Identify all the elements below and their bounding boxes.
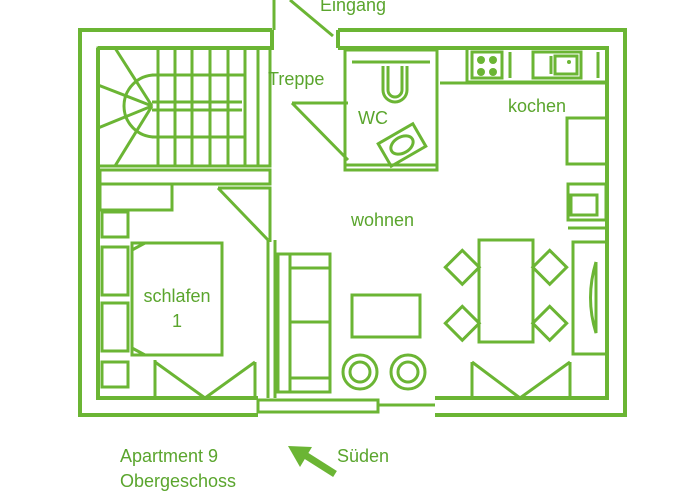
- living: [276, 252, 427, 394]
- stove-burners: [477, 56, 571, 76]
- bedroom: [100, 210, 257, 400]
- armchair: [389, 353, 427, 391]
- armchair: [341, 353, 379, 391]
- room-label-wc: WC: [358, 108, 388, 128]
- entrance-door: [272, 0, 334, 38]
- bedroom-label-line1: schlafen: [143, 286, 211, 306]
- dining: [443, 238, 609, 400]
- staircase: [96, 46, 272, 212]
- tv-icon: [589, 261, 598, 334]
- bedroom-label-line2: 1: [171, 311, 182, 331]
- sink-icon: [376, 121, 428, 169]
- landing-door: [216, 101, 350, 242]
- stove-icon: [470, 50, 504, 80]
- arrow-up-left-icon: [288, 446, 337, 477]
- interior-walls: [266, 240, 277, 398]
- kitchen: [440, 46, 609, 230]
- room-label-entrance: Eingang: [320, 0, 387, 15]
- wc-room: [343, 48, 439, 172]
- room-label-kitchen: kochen: [508, 96, 567, 116]
- orientation-label: Süden: [337, 446, 390, 466]
- dining-table: [477, 238, 535, 344]
- toilet-icon: [381, 66, 409, 104]
- sink-kitchen-icon: [531, 50, 583, 80]
- room-label-bedroom: schlafen 1: [132, 286, 222, 331]
- sideboard: [571, 240, 609, 356]
- room-label-stairs: Treppe: [268, 69, 325, 89]
- coffee-table: [350, 293, 422, 339]
- caption-floor: Obergeschoss: [120, 471, 237, 491]
- caption-apartment: Apartment 9: [120, 446, 219, 466]
- microwave-icon: [569, 193, 599, 217]
- room-label-living: wohnen: [351, 210, 415, 230]
